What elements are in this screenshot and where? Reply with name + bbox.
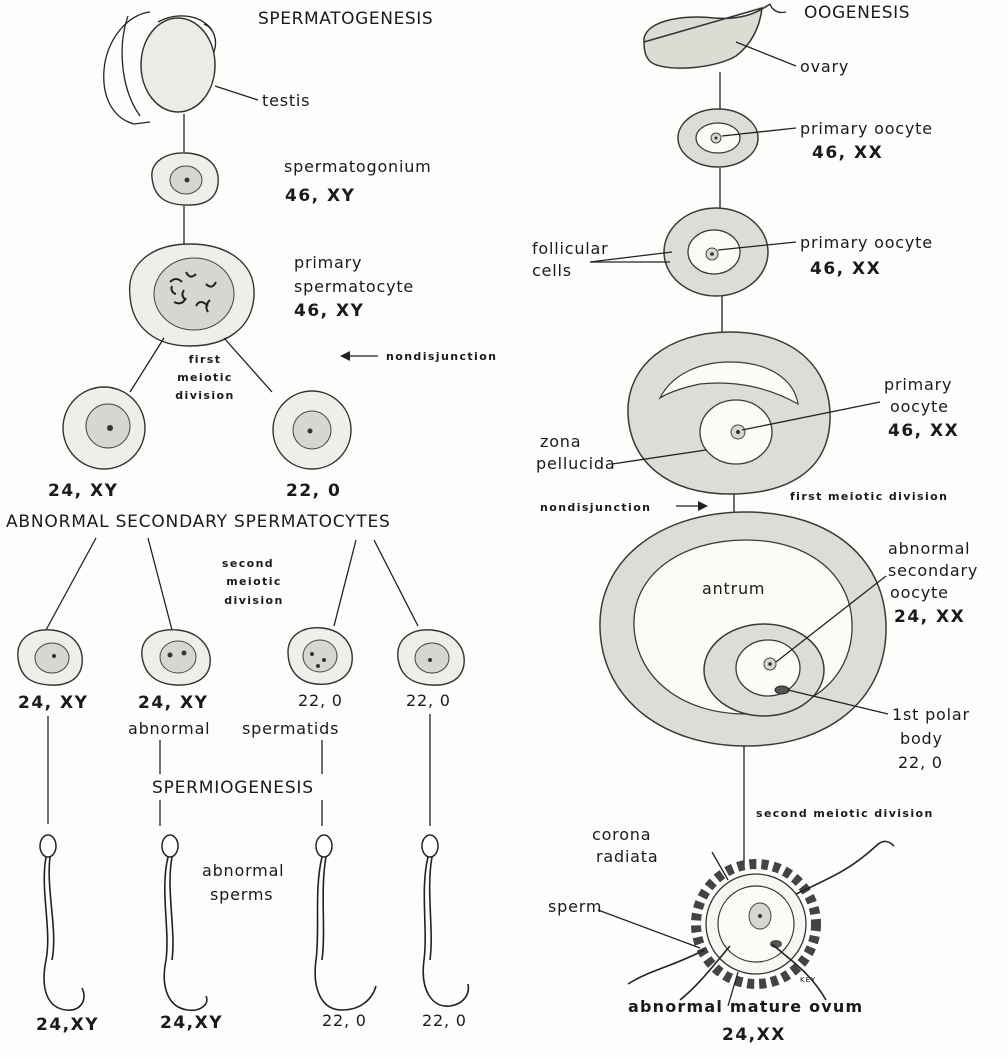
connector: [148, 538, 172, 630]
spermatid-karyotype-3: 22, 0: [298, 691, 343, 710]
second-meiotic-label-2: meiotic: [226, 575, 282, 588]
sperm-karyotype-2: 24,XY: [160, 1013, 223, 1033]
spermatid-cell: [18, 630, 82, 685]
abnormal-secondary-label-3: oocyte: [890, 583, 949, 602]
mature-ovum-karyotype: 24,XX: [722, 1025, 786, 1045]
sperm-karyotype-4: 22, 0: [422, 1011, 467, 1030]
sperm-pointer: [598, 910, 700, 948]
primary-oocyte-b-karyotype: 46, XX: [810, 259, 881, 279]
artist-signature: KEY: [800, 976, 816, 984]
primary-c-label-1: primary: [884, 375, 952, 394]
abnormal-sperms-label-1: abnormal: [202, 861, 284, 880]
abnormal-sperms-label-2: sperms: [210, 885, 273, 904]
secondary-spermatocyte-right: [273, 391, 351, 469]
primary-follicle: [664, 208, 768, 296]
sperm-karyotype-3: 22, 0: [322, 1011, 367, 1030]
secondary-left-karyotype: 24, XY: [48, 481, 118, 501]
first-meiotic-label-2: meiotic: [177, 371, 233, 384]
spermatids-label: spermatids: [242, 719, 339, 738]
primary-oocyte-a-karyotype: 46, XX: [812, 143, 883, 163]
polar-label-1: 1st polar: [892, 705, 970, 724]
follicular-label-2: cells: [532, 261, 572, 280]
sperm-label: sperm: [548, 897, 602, 916]
zona-label-2: pellucida: [536, 454, 615, 473]
sperm-illustration: [422, 835, 468, 1006]
polar-label-2: body: [900, 729, 943, 748]
secondary-right-karyotype: 22, 0: [286, 481, 341, 501]
ovary-pointer: [736, 42, 796, 66]
primary-spermatocyte-label-2: spermatocyte: [294, 277, 414, 296]
second-meiotic-label-3: division: [224, 594, 284, 607]
testis-illustration: [104, 12, 216, 124]
ovary-label: ovary: [800, 57, 849, 76]
primary-spermatocyte-label-1: primary: [294, 253, 362, 272]
nondisjunction-label-left: nondisjunction: [386, 350, 497, 363]
testis-label: testis: [262, 91, 310, 110]
antrum-label: antrum: [702, 579, 765, 598]
mature-ovum-label: abnormal mature ovum: [628, 997, 863, 1016]
sperm-illustration: [40, 835, 84, 1010]
abnormal-secondary-karyotype: 24, XX: [894, 607, 965, 627]
secondary-heading: ABNORMAL SECONDARY SPERMATOCYTES: [6, 512, 391, 532]
primary-oocyte-b-label: primary oocyte: [800, 233, 933, 252]
connector: [130, 338, 164, 392]
spermiogenesis-label: SPERMIOGENESIS: [152, 778, 314, 798]
zona-label-1: zona: [540, 432, 581, 451]
first-meiotic-label-3: division: [175, 389, 235, 402]
connector: [46, 538, 96, 630]
primary-spermatocyte-cell: [130, 244, 255, 346]
spermatogonium-cell: [152, 153, 218, 205]
nondisjunction-arrow: [676, 501, 708, 511]
abnormal-label: abnormal: [128, 719, 210, 738]
spermatid-cell: [142, 630, 210, 685]
secondary-spermatocyte-left: [63, 387, 145, 469]
second-meiotic-right: second meiotic division: [756, 807, 934, 820]
second-meiotic-label-1: second: [222, 557, 274, 570]
primary-oocyte-a-label: primary oocyte: [800, 119, 933, 138]
primary-c-karyotype: 46, XX: [888, 421, 959, 441]
spermatogonium-label: spermatogonium: [284, 157, 432, 176]
oogenesis-title: OOGENESIS: [804, 3, 910, 23]
spermatid-karyotype-2: 24, XY: [138, 693, 208, 713]
spermatid-karyotype-1: 24, XY: [18, 693, 88, 713]
follicular-label-1: follicular: [532, 239, 609, 258]
first-meiotic-label-1: first: [189, 353, 222, 366]
spermatid-cell: [288, 628, 352, 685]
mature-ovum: [628, 841, 894, 1000]
first-meiotic-right: first meiotic division: [790, 490, 948, 503]
testis-pointer: [215, 86, 258, 100]
nondisjunction-label-right: nondisjunction: [540, 501, 651, 514]
primary-c-label-2: oocyte: [890, 397, 949, 416]
nondisjunction-arrow: [340, 351, 378, 361]
sperm-illustration: [162, 835, 207, 1010]
connector: [334, 540, 356, 626]
primordial-follicle: [678, 109, 758, 167]
abnormal-secondary-label-2: secondary: [888, 561, 978, 580]
polar-karyotype: 22, 0: [898, 753, 943, 772]
corona-label-2: radiata: [596, 847, 658, 866]
ovary-illustration: [644, 4, 786, 68]
sperm-karyotype-1: 24,XY: [36, 1015, 99, 1035]
graafian-follicle: [600, 512, 886, 746]
spermatid-karyotype-4: 22, 0: [406, 691, 451, 710]
abnormal-secondary-label-1: abnormal: [888, 539, 970, 558]
connector: [374, 540, 418, 626]
spermatogonium-karyotype: 46, XY: [285, 186, 355, 206]
sperm-illustration: [315, 835, 376, 1010]
spermatid-cell: [398, 630, 464, 685]
corona-label-1: corona: [592, 825, 651, 844]
primary-spermatocyte-karyotype: 46, XY: [294, 301, 364, 321]
spermatogenesis-title: SPERMATOGENESIS: [258, 9, 433, 29]
secondary-follicle: [628, 332, 830, 494]
